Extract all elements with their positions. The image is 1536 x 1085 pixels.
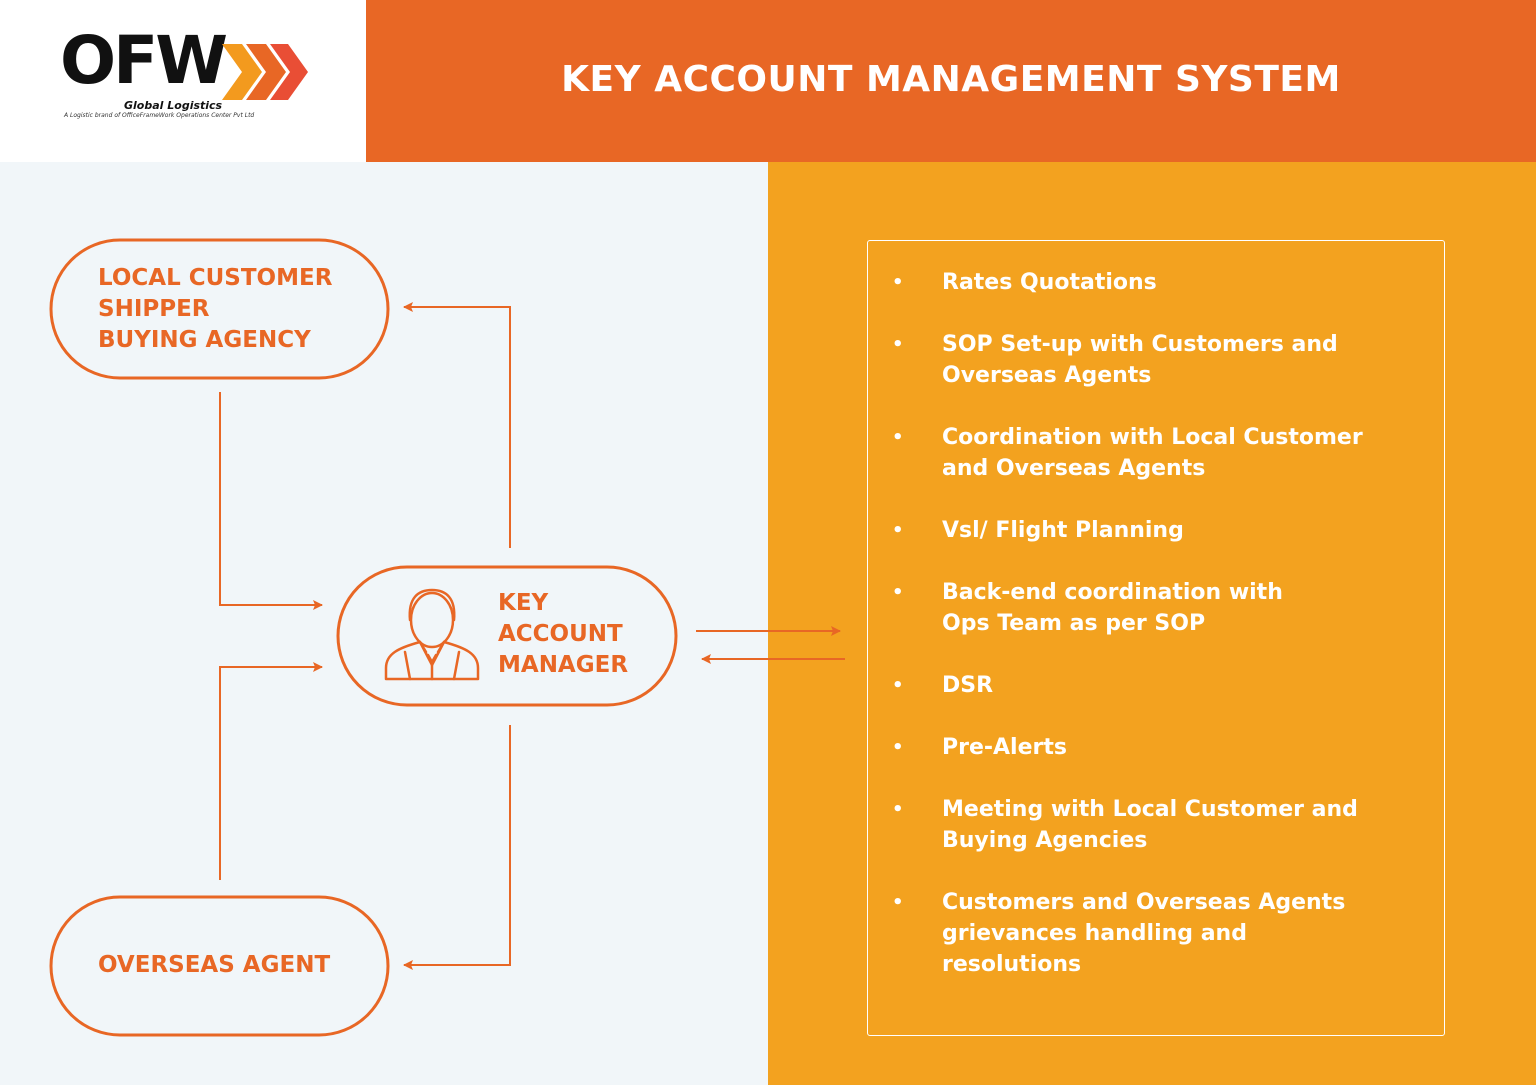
logo-subtitle: Global Logistics [124,99,223,112]
page-title: KEY ACCOUNT MANAGEMENT SYSTEM [561,59,1341,100]
list-item: • Pre-Alerts [868,732,1444,763]
list-item-text: Overseas Agents [942,363,1152,388]
list-item-text: Back-end coordination with [942,580,1283,605]
list-item-text: Vsl/ Flight Planning [942,518,1184,543]
list-item-text: Buying Agencies [942,828,1148,853]
logo-tagline: A Logistic brand of OfficeFrameWork Oper… [64,112,255,119]
list-item-text: SOP Set-up with Customers and [942,332,1338,357]
person-icon [384,588,480,681]
list-item-text: Pre-Alerts [942,735,1067,760]
overseas-agent-line: OVERSEAS AGENT [98,952,331,978]
bullet-icon: • [892,799,904,820]
list-item: • Coordination with Local Customer and O… [868,422,1444,484]
local-customer-line: LOCAL CUSTOMER [98,265,333,291]
list-item-text: DSR [942,673,994,698]
list-item-text: grievances handling and [942,921,1247,946]
key-account-manager-line: ACCOUNT [498,621,623,647]
header-banner: KEY ACCOUNT MANAGEMENT SYSTEM [366,0,1536,162]
arrow-manager-to-overseas [403,725,511,970]
bullet-icon: • [892,582,904,603]
local-customer-line: BUYING AGENCY [98,327,311,353]
list-item: • DSR [868,670,1444,701]
key-account-manager-label: KEY ACCOUNT MANAGER [498,588,628,681]
list-item: • Customers and Overseas Agents grievanc… [868,887,1444,980]
chevron-arrows-icon [222,44,308,100]
arrow-manager-to-local [403,302,511,548]
logo: OFW Global Logistics A Logistic brand of… [0,0,366,162]
bullet-icon: • [892,334,904,355]
local-customer-node [49,238,390,380]
list-item-text: Coordination with Local Customer [942,425,1363,450]
bullet-icon: • [892,427,904,448]
list-item-text: and Overseas Agents [942,456,1206,481]
bullet-icon: • [892,520,904,541]
key-account-manager-line: MANAGER [498,652,629,678]
bullet-icon: • [892,892,904,913]
list-item-text: Rates Quotations [942,270,1157,295]
key-account-manager-line: KEY [498,590,549,616]
local-customer-label: LOCAL CUSTOMER SHIPPER BUYING AGENCY [98,263,332,356]
overseas-agent-label: OVERSEAS AGENT [98,950,330,981]
bullet-icon: • [892,272,904,293]
list-item-text: Customers and Overseas Agents [942,890,1346,915]
list-item-text: Meeting with Local Customer and [942,797,1358,822]
local-customer-line: SHIPPER [98,296,210,322]
list-item: • Rates Quotations [868,267,1444,298]
key-account-manager-node [336,565,678,707]
list-item: • Vsl/ Flight Planning [868,515,1444,546]
arrow-overseas-to-manager [219,662,323,880]
responsibilities-list: • Rates Quotations • SOP Set-up with Cus… [868,267,1444,1011]
bullet-icon: • [892,675,904,696]
responsibilities-panel [768,162,1536,1085]
bullet-icon: • [892,737,904,758]
list-item: • Back-end coordination with Ops Team as… [868,577,1444,639]
diagram-panel [0,162,768,1085]
responsibilities-box: • Rates Quotations • SOP Set-up with Cus… [867,240,1445,1036]
list-item: • Meeting with Local Customer and Buying… [868,794,1444,856]
list-item: • SOP Set-up with Customers and Overseas… [868,329,1444,391]
logo-wordmark: OFW [60,22,228,99]
list-item-text: resolutions [942,952,1082,977]
arrow-local-to-manager [219,392,323,610]
overseas-agent-node [49,895,390,1037]
list-item-text: Ops Team as per SOP [942,611,1206,636]
